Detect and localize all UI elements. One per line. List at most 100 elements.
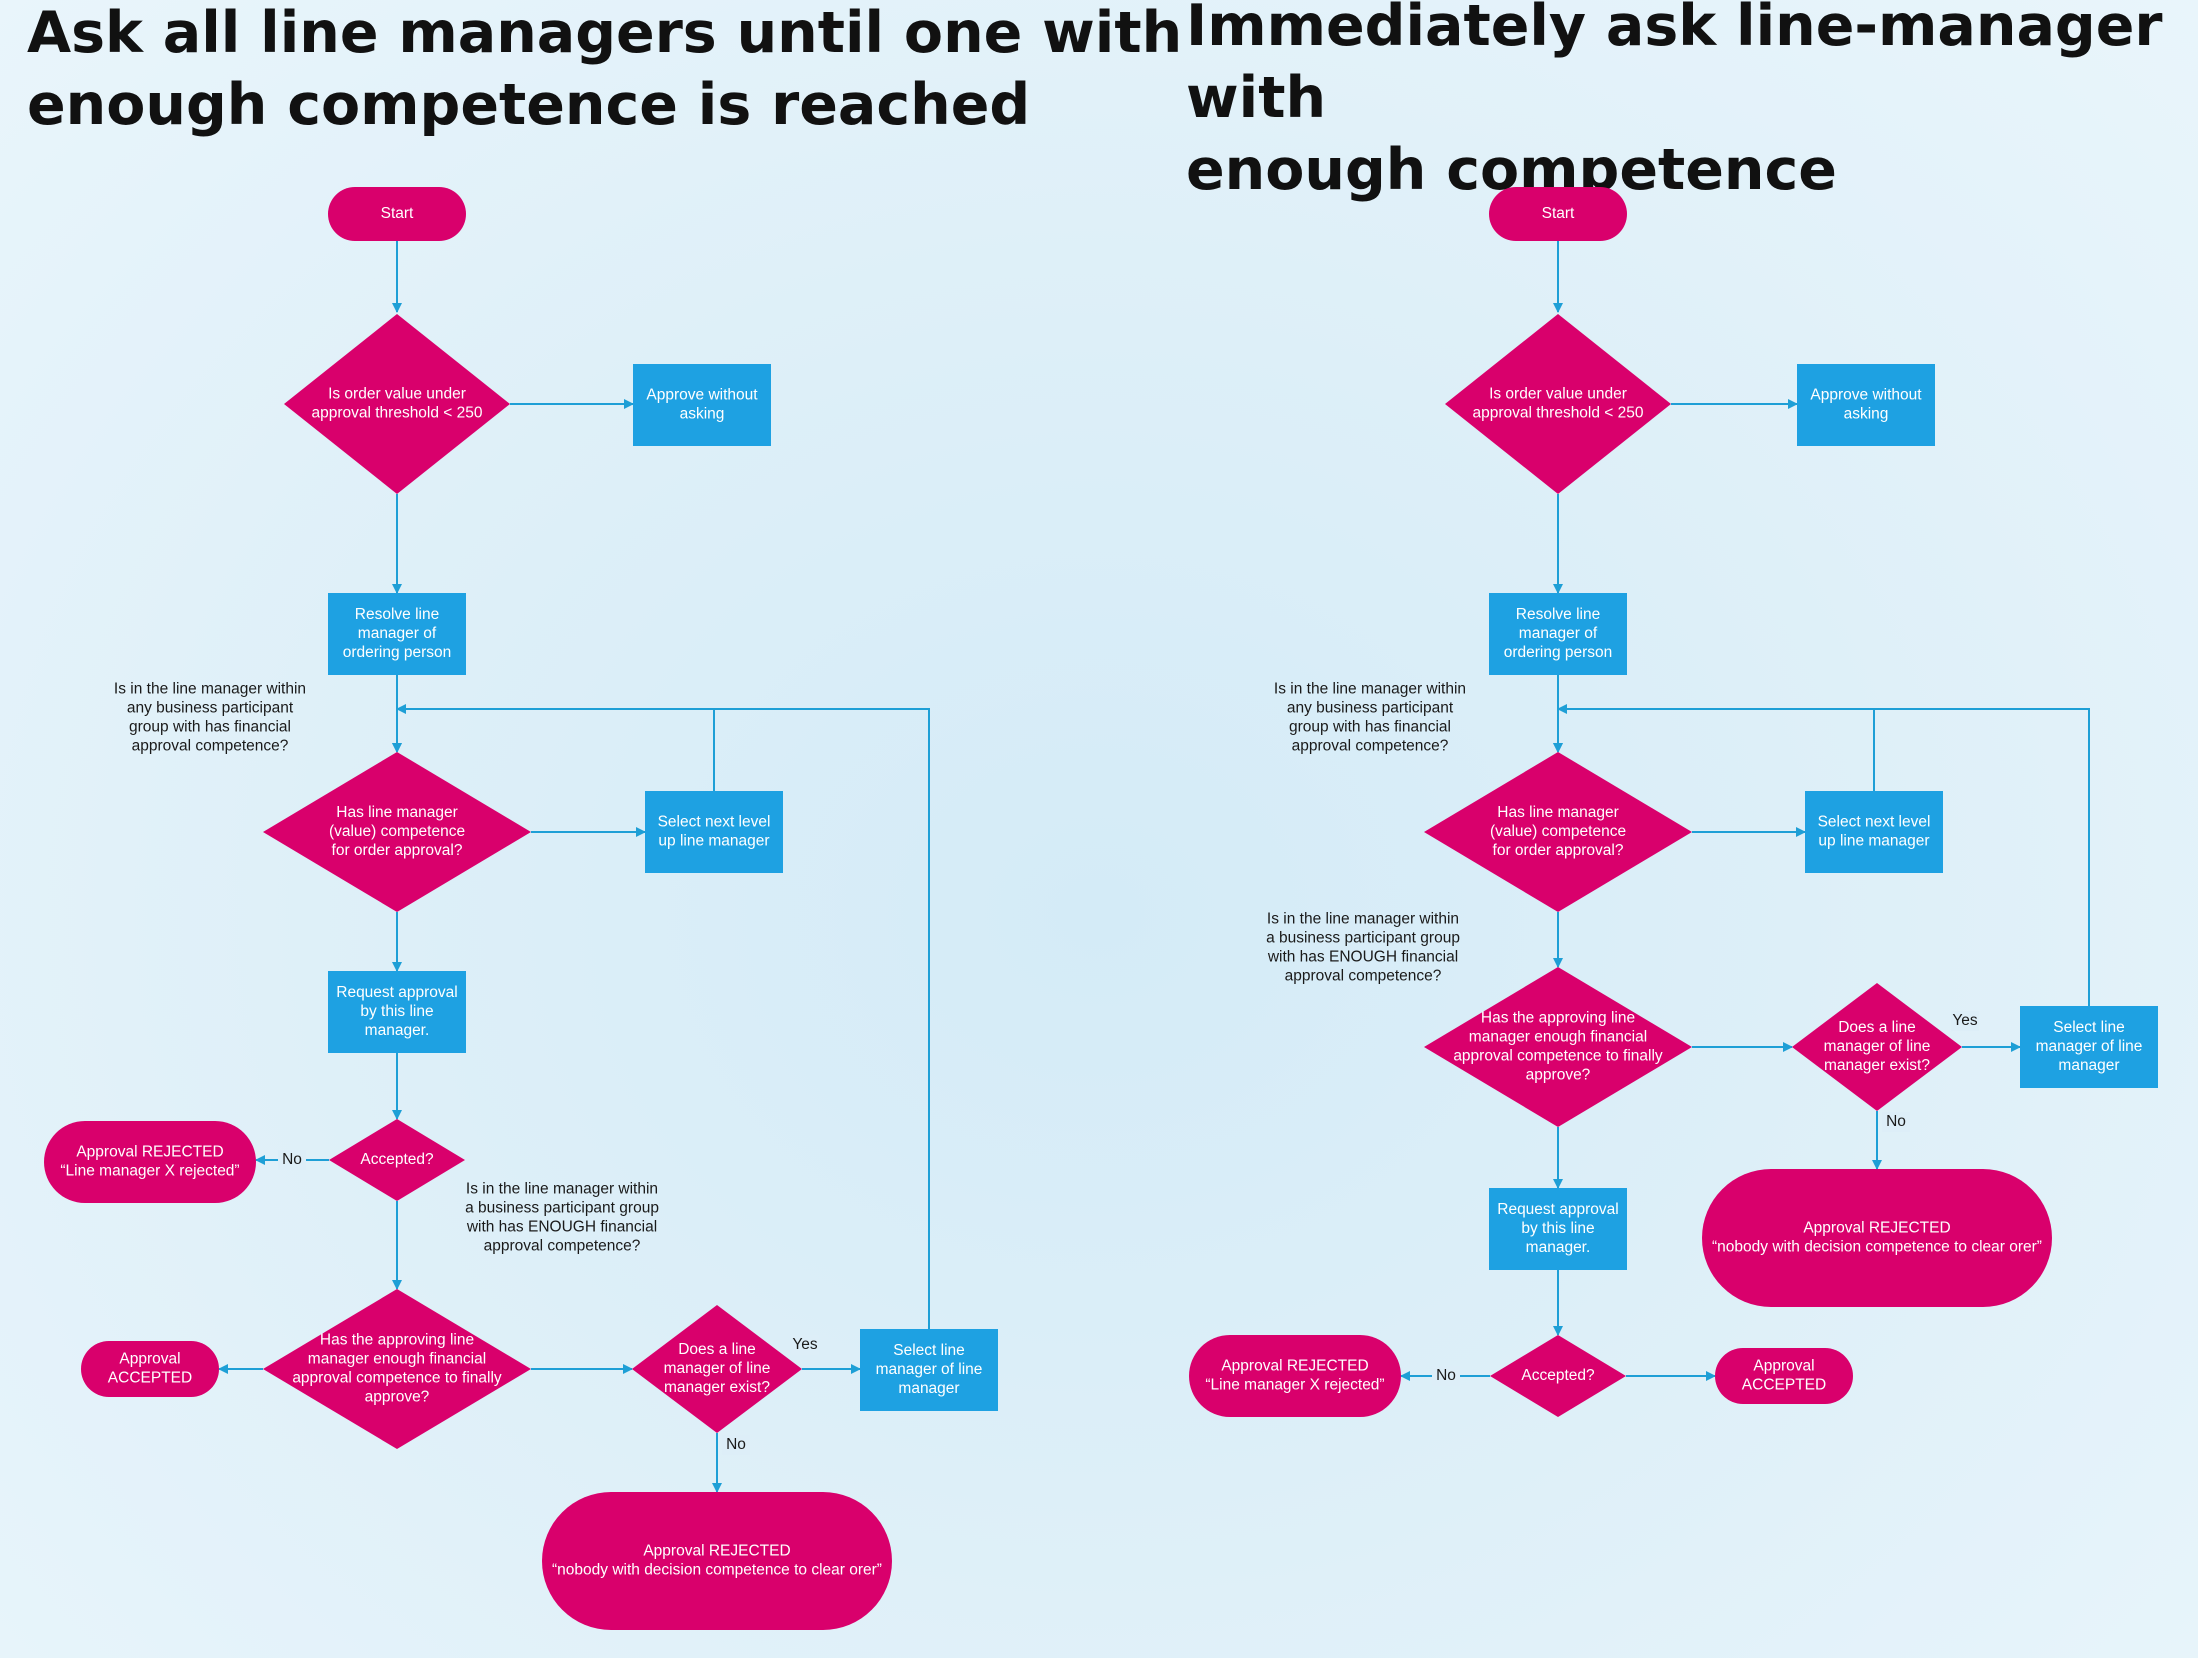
- text-line: Accepted?: [1521, 1367, 1595, 1384]
- text-line: Approve without: [1810, 387, 1922, 404]
- edge-label: No: [726, 1436, 746, 1453]
- text-line: Approve without: [646, 387, 758, 404]
- text-line: manager.: [1526, 1239, 1591, 1256]
- terminal-node: Approval REJECTED“Line manager X rejecte…: [1189, 1335, 1401, 1417]
- text-line: ordering person: [343, 644, 452, 661]
- process-node: Request approval by this line manager.: [328, 971, 466, 1053]
- text-line: up line manager: [1818, 833, 1929, 850]
- process-node: Select next level up line manager: [1805, 791, 1943, 873]
- text-line: a business participant group: [1266, 930, 1460, 947]
- right-flowchart-title: Immediately ask line-manager with enough…: [1186, 0, 2163, 203]
- decision-diamond: [1490, 1335, 1626, 1417]
- text-line: group with has financial: [1289, 719, 1451, 736]
- decision-diamond: [1424, 967, 1692, 1127]
- text-line: approval competence to finally: [1453, 1048, 1663, 1065]
- process-node: Resolve line manager of ordering person: [328, 593, 466, 675]
- text-line: manager.: [365, 1022, 430, 1039]
- text-line: Select next level: [1818, 814, 1931, 831]
- text-line: asking: [680, 406, 725, 423]
- text-line: Approval REJECTED: [1803, 1220, 1950, 1237]
- left-flowchart-title: Ask all line managers until one with eno…: [27, 0, 1183, 138]
- text-line: Is in the line manager within: [466, 1181, 658, 1198]
- text-line: manager: [2058, 1057, 2119, 1074]
- text-line: “nobody with decision competence to clea…: [552, 1562, 882, 1579]
- process-box: [1489, 1188, 1627, 1270]
- text-line: approval competence?: [1292, 738, 1449, 755]
- text-line: manager of: [358, 625, 437, 642]
- decision-diamond: [1445, 314, 1671, 494]
- text-line: Select line: [893, 1342, 965, 1359]
- edge-label: Yes: [792, 1336, 818, 1353]
- text-line: manager of line: [1824, 1038, 1931, 1055]
- text-line: Select line: [2053, 1019, 2125, 1036]
- connector-arrow: [1557, 704, 2090, 1006]
- text-line: with has ENOUGH financial: [1267, 949, 1458, 966]
- text-line: manager of: [1519, 625, 1598, 642]
- text-line: with has ENOUGH financial: [466, 1219, 657, 1236]
- edge-label-background: [1951, 1011, 1979, 1031]
- terminal-node: Approval REJECTED“nobody with decision c…: [1702, 1169, 2052, 1307]
- text-line: Request approval: [336, 984, 458, 1001]
- text-line: any business participant: [1287, 700, 1454, 717]
- decision-node: Accepted?: [329, 1119, 465, 1201]
- text-line: by this line: [360, 1003, 433, 1020]
- decision-diamond: [632, 1305, 802, 1433]
- terminal-node: Start: [1489, 187, 1627, 241]
- decision-diamond: [284, 314, 510, 494]
- terminal-pill: [1489, 187, 1627, 241]
- process-box: [2020, 1006, 2158, 1088]
- decision-node: Has line manager (value) competence for or…: [1424, 752, 1692, 912]
- process-box: [633, 364, 771, 446]
- text-line: Has line manager: [1497, 804, 1618, 821]
- decision-diamond: [263, 752, 531, 912]
- text-line: manager of line: [664, 1360, 771, 1377]
- text-line: for order approval?: [1493, 842, 1624, 859]
- text-line: any business participant: [127, 700, 294, 717]
- process-box: [1797, 364, 1935, 446]
- process-box: [645, 791, 783, 873]
- terminal-pill: [1189, 1335, 1401, 1417]
- process-box: [1489, 593, 1627, 675]
- text-line: “Line manager X rejected”: [60, 1163, 239, 1180]
- text-line: Is in the line manager within: [114, 681, 306, 698]
- decision-diamond: [329, 1119, 465, 1201]
- text-line: Does a line: [1838, 1019, 1916, 1036]
- connectors: [218, 241, 2090, 1493]
- text-line: Does a line: [678, 1341, 756, 1358]
- text-line: Is in the line manager within: [1267, 911, 1459, 928]
- edge-label: No: [1436, 1367, 1456, 1384]
- process-box: [328, 971, 466, 1053]
- text-line: approve?: [365, 1389, 430, 1406]
- text-line: Is order value under: [1489, 386, 1627, 403]
- edge-label: Yes: [1952, 1012, 1978, 1029]
- edge-label-background: [722, 1435, 750, 1455]
- text-line: (value) competence: [1490, 823, 1626, 840]
- text-line: Approval REJECTED: [643, 1543, 790, 1560]
- process-box: [1805, 791, 1943, 873]
- process-box: [328, 593, 466, 675]
- terminal-pill: [81, 1341, 219, 1397]
- connector-arrow: [396, 704, 930, 1329]
- text-line: Start: [381, 205, 414, 222]
- text-line: Select next level: [658, 814, 771, 831]
- text-line: approval threshold < 250: [311, 405, 482, 422]
- text-line: Resolve line: [355, 606, 439, 623]
- text-line: manager of line: [2036, 1038, 2143, 1055]
- text-line: for order approval?: [332, 842, 463, 859]
- connector-arrow: [1553, 708, 1875, 791]
- terminal-node: Approval REJECTED “nobody with decision c…: [542, 1492, 892, 1630]
